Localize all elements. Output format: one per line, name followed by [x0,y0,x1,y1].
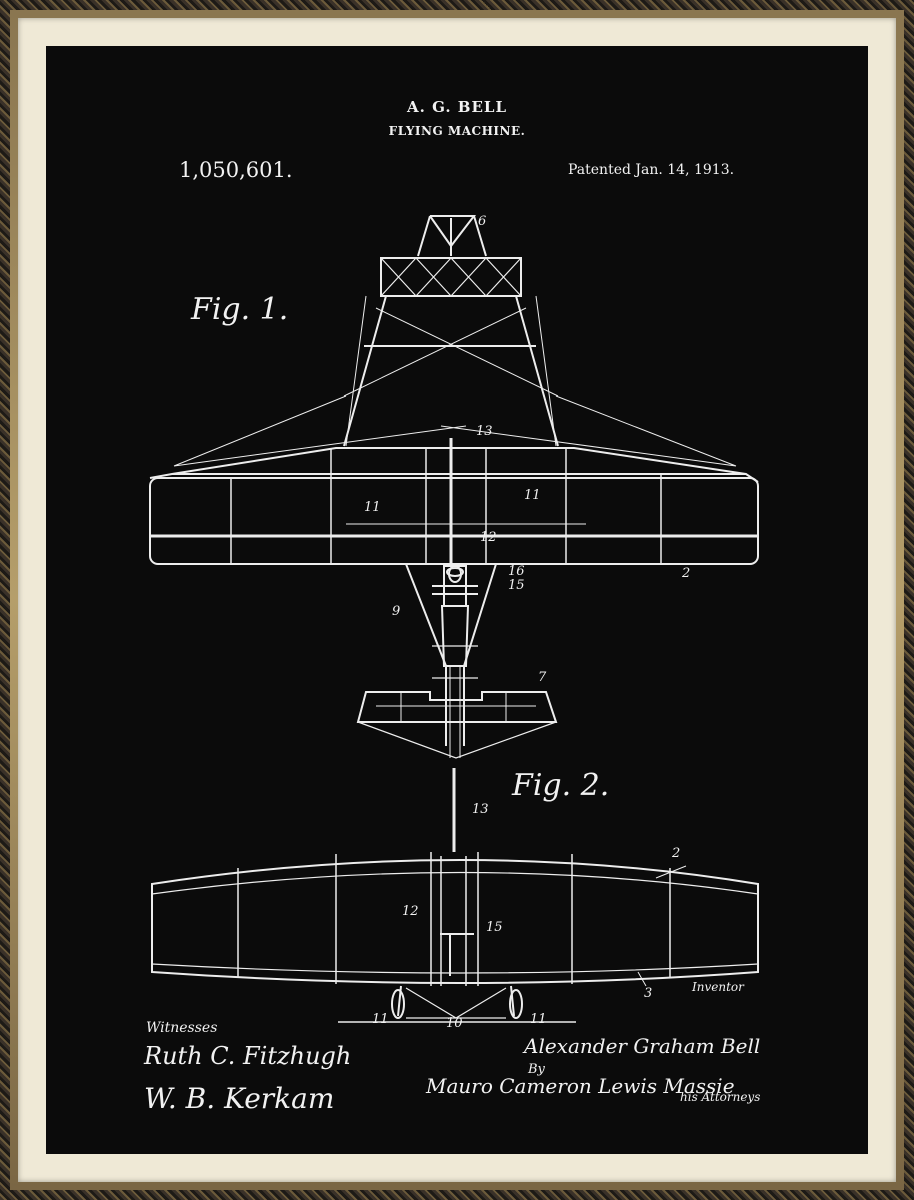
ref-numeral: 3 [644,986,653,1001]
ref-numeral: 11 [372,1012,389,1027]
ref-numeral: 12 [402,904,419,919]
inventor-signature: Alexander Graham Bell [524,1034,761,1058]
witness-signature-2: W. B. Kerkam [144,1082,335,1115]
ref-numeral: 11 [364,500,381,515]
ref-numeral: 15 [508,578,525,593]
patent-number: 1,050,601. [179,158,293,182]
ref-numeral: 6 [478,214,487,229]
ref-numeral: 13 [476,424,493,439]
ref-numeral: 2 [672,846,681,861]
attorneys-label: his Attorneys [680,1090,761,1104]
witnesses-label: Witnesses [146,1020,218,1036]
ref-numeral: 15 [486,920,503,935]
ref-numeral: 2 [682,566,691,581]
patent-print: A. G. BELL FLYING MACHINE. 1,050,601. Pa… [46,46,868,1154]
ref-numeral: 13 [472,802,489,817]
inventor-label: Inventor [692,980,744,994]
inventor-name: A. G. BELL [406,98,507,116]
patent-drawing [149,215,759,1023]
fig1-aircraft-drawing [149,215,759,759]
ref-numeral: 16 [508,564,525,579]
invention-title: FLYING MACHINE. [388,124,526,138]
ref-numeral: 12 [480,530,497,545]
ref-numeral: 11 [524,488,541,503]
figure-1-label: Fig. 1. [191,292,289,327]
figure-2-label: Fig. 2. [512,768,610,803]
by-label: By [528,1062,545,1077]
ref-numeral: 9 [392,604,401,619]
fig2-aircraft-drawing [151,768,759,1023]
attorneys-signature: Mauro Cameron Lewis Massie [426,1074,735,1098]
ref-numeral: 7 [538,670,547,685]
witness-signature-1: Ruth C. Fitzhugh [144,1042,352,1070]
ref-numeral: 11 [530,1012,547,1027]
patent-date: Patented Jan. 14, 1913. [568,162,735,178]
ref-numeral: 10 [446,1016,463,1031]
